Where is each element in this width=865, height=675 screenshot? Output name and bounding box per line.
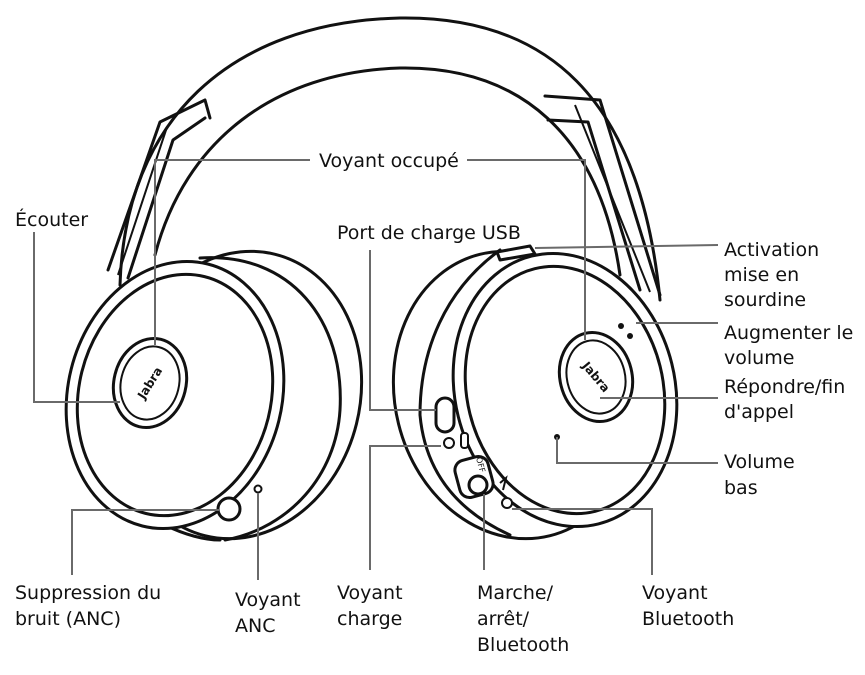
usb-port[interactable] xyxy=(434,396,456,434)
label-mute-line1: Activation xyxy=(724,239,819,261)
leader-vol-down xyxy=(556,437,718,464)
leader-listen xyxy=(33,232,120,403)
leader-mute xyxy=(534,244,719,249)
label-charge-line2: charge xyxy=(337,608,402,630)
label-vol-up-line2: volume xyxy=(724,347,794,369)
label-answer-line1: Répondre/fin xyxy=(724,376,845,398)
label-power-line3: Bluetooth xyxy=(477,634,569,656)
mute-button[interactable] xyxy=(618,323,624,329)
leader-usb xyxy=(369,250,436,411)
label-vol-down-line1: Volume xyxy=(724,451,795,473)
switch-off-label: OFF xyxy=(474,456,487,474)
left-listen-button[interactable] xyxy=(104,331,196,436)
leader-busy-left xyxy=(154,159,310,345)
label-charge-line1: Voyant xyxy=(337,582,403,604)
bluetooth-led xyxy=(501,497,513,509)
leader-anc xyxy=(71,509,219,575)
leader-bt-led xyxy=(512,508,653,575)
leader-busy-right xyxy=(467,159,586,340)
label-busy-light: Voyant occupé xyxy=(319,150,459,172)
label-anc-led-line2: ANC xyxy=(235,615,275,637)
label-answer-line2: d'appel xyxy=(724,401,794,423)
label-anc-line1: Suppression du xyxy=(15,582,161,604)
label-usb-port: Port de charge USB xyxy=(337,222,521,244)
label-power-line1: Marche/ xyxy=(477,582,554,604)
volume-up-button[interactable] xyxy=(627,333,633,339)
label-bt-led-line2: Bluetooth xyxy=(642,608,734,630)
label-mute-line3: sourdine xyxy=(724,289,806,311)
left-ear-cup: Jabra xyxy=(64,249,364,542)
label-vol-up-line1: Augmenter le xyxy=(724,322,853,344)
label-mute-line2: mise en xyxy=(724,264,799,286)
label-power-line2: arrêt/ xyxy=(477,608,530,630)
anc-led xyxy=(253,484,263,494)
callout-labels: Voyant occupé Écouter Port de charge USB… xyxy=(15,150,853,656)
leader-charge xyxy=(369,445,441,570)
right-ear-cup: Jabra OFF xyxy=(391,244,679,541)
charge-led xyxy=(443,437,455,449)
label-vol-down-line2: bas xyxy=(724,477,758,499)
anc-button[interactable] xyxy=(216,496,242,522)
label-bt-led-line1: Voyant xyxy=(642,582,708,604)
label-anc-line2: bruit (ANC) xyxy=(15,608,121,630)
leader-lines xyxy=(33,159,719,580)
label-listen: Écouter xyxy=(15,208,88,231)
label-anc-led-line1: Voyant xyxy=(235,589,301,611)
